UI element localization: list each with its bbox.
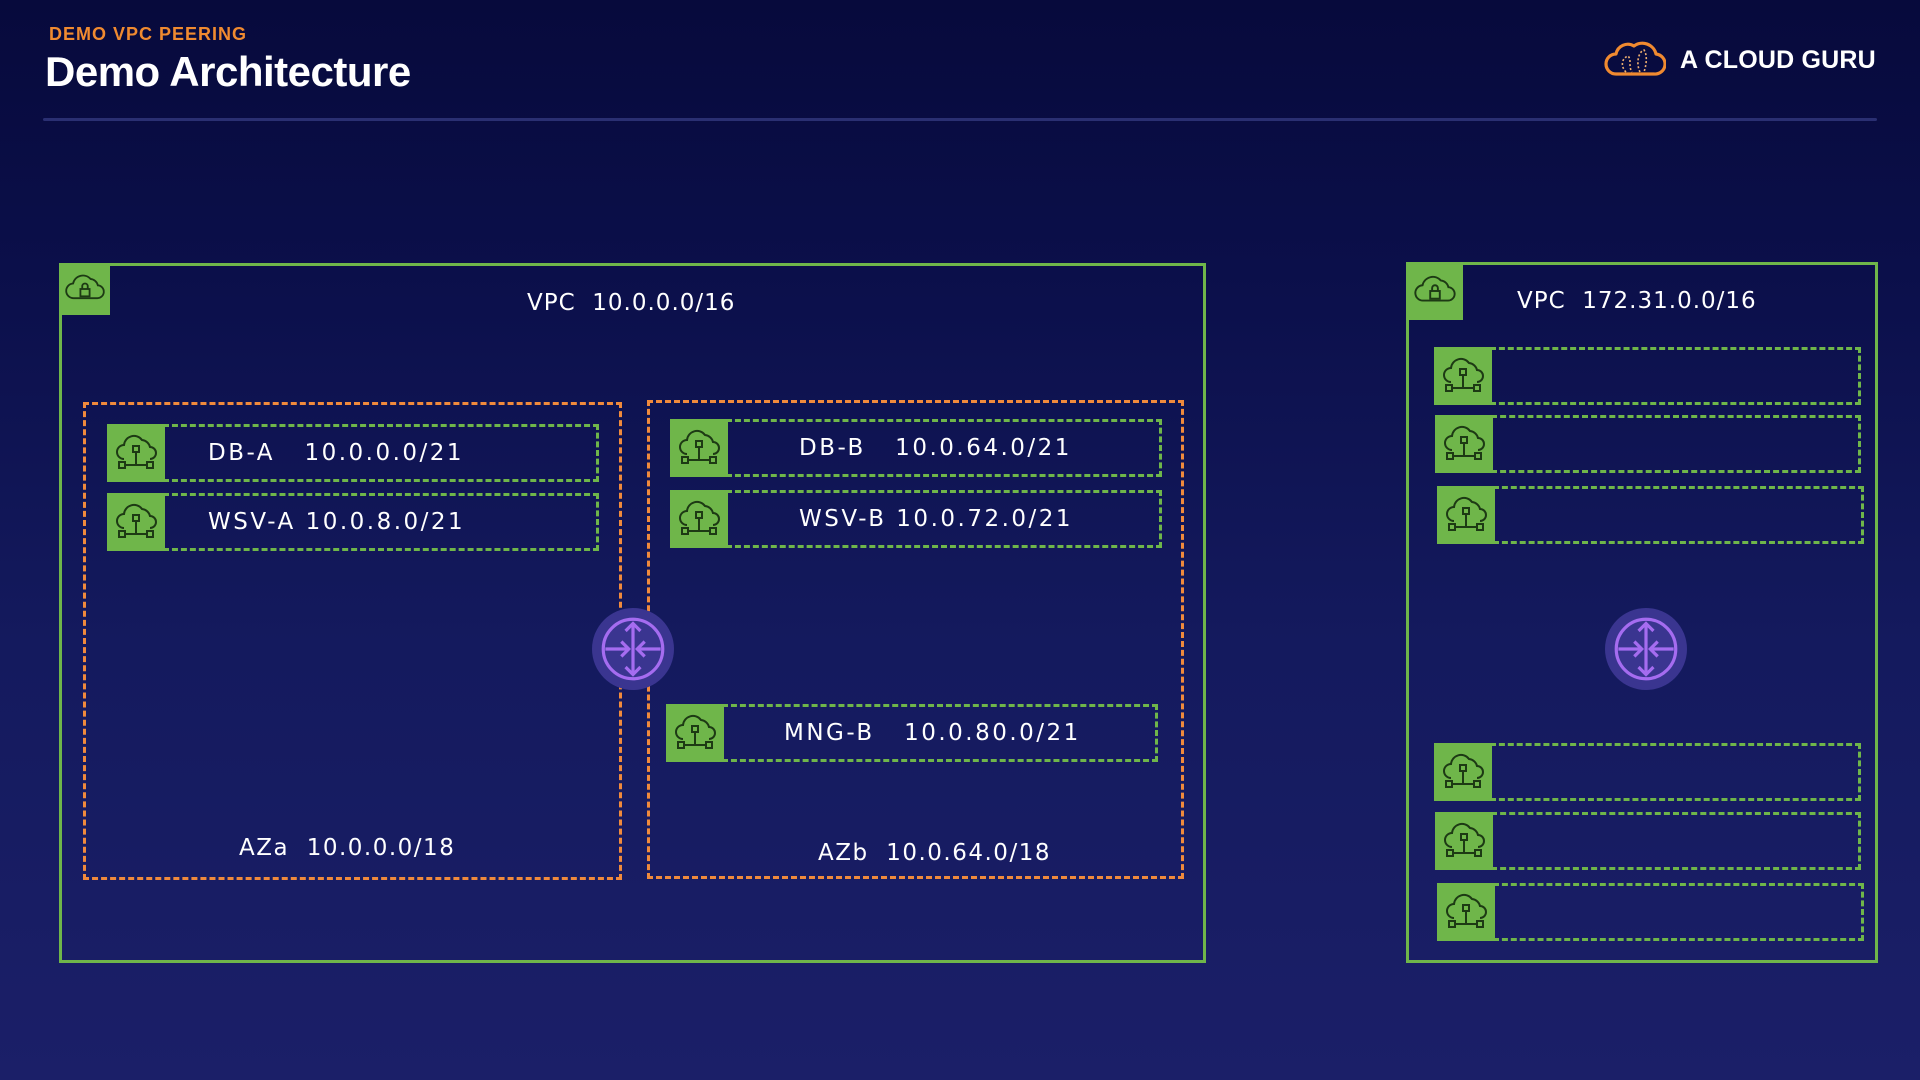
subnet-db-b[interactable]: DB-B 10.0.64.0/21 [670,419,1162,477]
subnet-cloud-icon [1437,883,1495,941]
subnet-right-6[interactable] [1437,883,1864,941]
section-subtitle: DEMO VPC PEERING [49,24,248,44]
subnet-right-1[interactable] [1434,347,1861,405]
page-title: Demo Architecture [45,48,411,95]
subnet-border [1493,486,1864,544]
subnet-label: DB-A 10.0.0.0/21 [208,440,465,466]
subnet-cloud-icon [670,490,728,548]
router-left[interactable] [592,608,674,690]
subnet-border [1491,812,1861,870]
subnet-border [1493,883,1864,941]
vpc-left: VPC 10.0.0.0/16 [59,263,1206,963]
subnet-border [722,704,1158,762]
subnet-db-a[interactable]: DB-A 10.0.0.0/21 [107,424,599,482]
subnet-wsv-a[interactable]: WSV-A 10.0.8.0/21 [107,493,599,551]
subnet-label: MNG-B 10.0.80.0/21 [784,720,1081,746]
subnet-label: WSV-A 10.0.8.0/21 [208,509,466,535]
vpc-right: VPC 172.31.0.0/16 [1406,262,1878,963]
header-divider [43,118,1877,121]
vpc-left-label: VPC 10.0.0.0/16 [527,290,736,316]
subnet-cloud-icon [1435,415,1493,473]
subnet-border [1490,743,1861,801]
subnet-cloud-icon [1437,486,1495,544]
subnet-cloud-icon [1434,347,1492,405]
subnet-cloud-icon [1435,812,1493,870]
vpc-lock-cloud-icon [59,263,110,315]
az-a-label: AZa 10.0.0.0/18 [239,835,456,861]
cloud-guru-logo-icon [1604,38,1667,82]
brand-logo: A CLOUD GURU [1604,38,1876,82]
az-b-label: AZb 10.0.64.0/18 [818,840,1051,866]
brand-name: A CLOUD GURU [1680,45,1876,74]
subnet-border [163,493,599,551]
subnet-label: DB-B 10.0.64.0/21 [799,435,1072,461]
subnet-border [163,424,599,482]
subnet-right-2[interactable] [1435,415,1861,473]
subnet-cloud-icon [666,704,724,762]
subnet-border [726,419,1162,477]
vpc-right-label: VPC 172.31.0.0/16 [1517,288,1757,314]
subnet-right-5[interactable] [1435,812,1861,870]
subnet-right-3[interactable] [1437,486,1864,544]
subnet-label: WSV-B 10.0.72.0/21 [799,506,1074,532]
subnet-mng-b[interactable]: MNG-B 10.0.80.0/21 [666,704,1158,762]
subnet-right-4[interactable] [1434,743,1861,801]
subnet-cloud-icon [670,419,728,477]
router-icon [599,615,667,683]
subnet-cloud-icon [1434,743,1492,801]
router-icon [1612,615,1680,683]
vpc-lock-cloud-icon [1406,262,1463,320]
router-right[interactable] [1605,608,1687,690]
subnet-border [1490,347,1861,405]
subnet-border [1491,415,1861,473]
subnet-wsv-b[interactable]: WSV-B 10.0.72.0/21 [670,490,1162,548]
subnet-cloud-icon [107,493,165,551]
subnet-cloud-icon [107,424,165,482]
subnet-border [726,490,1162,548]
